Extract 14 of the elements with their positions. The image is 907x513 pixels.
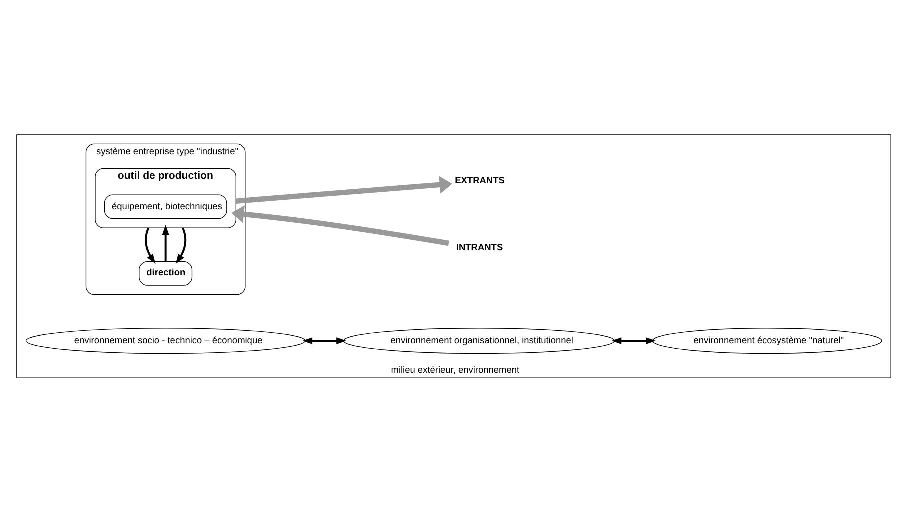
arrow [162,225,169,262]
node-ellipse: environnement socio - technico – économique [25,328,306,354]
arrow [175,228,186,264]
arrow [144,228,156,264]
node-ellipse: environnement écosystème "naturel" [652,328,882,354]
arrow [302,338,346,345]
node-ellipse: environnement organisationnel, institutionnel [342,328,615,354]
arrow [235,176,452,204]
node-text: INTRANTS [456,242,503,252]
node-box: équipement, biotechniques [104,194,227,220]
node-box: direction [138,261,192,286]
node-text: EXTRANTS [454,176,504,186]
arrow [611,338,656,345]
arrow [231,206,449,246]
